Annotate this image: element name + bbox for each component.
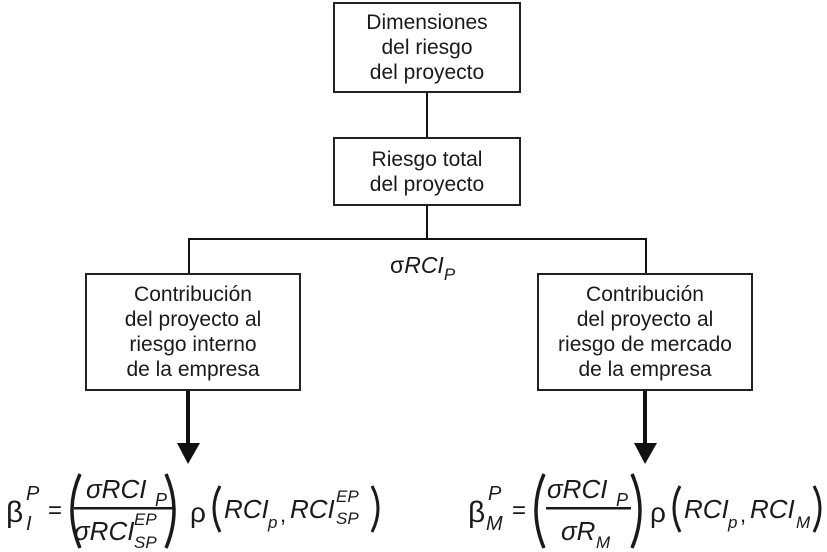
rho-symbol: ρ: [190, 497, 206, 528]
beta-superscript: P: [488, 483, 502, 505]
numerator-subscript: P: [155, 490, 167, 510]
denominator-text: σR: [561, 516, 595, 546]
box-text-line: del proyecto: [369, 61, 485, 84]
formula-market: β P M = σRCI P σR M ρ RCI p , RCI M: [468, 473, 822, 552]
comma: ,: [740, 502, 746, 527]
box-text-line: riesgo de mercado: [558, 333, 732, 356]
rci-text: RCI: [404, 252, 444, 278]
numerator-text: σRCI: [86, 474, 146, 504]
fraction-bar: [74, 507, 174, 510]
box-text-line: del proyecto: [369, 172, 485, 196]
box-text-line: riesgo interno: [129, 333, 257, 356]
arg1-subscript: p: [727, 513, 737, 532]
paren-left-large: [70, 473, 82, 549]
denominator-subscript: SP: [134, 533, 157, 552]
branch-horizontal: [188, 238, 647, 240]
beta-subscript: I: [26, 513, 32, 535]
arg1-text: RCI: [684, 494, 729, 524]
branch-left-vertical: [188, 238, 190, 274]
paren-right-large: [630, 473, 642, 549]
sigma-rci-label: σRCIP: [390, 252, 455, 284]
beta-symbol: β: [6, 496, 23, 529]
arg2-subscript: SP: [336, 509, 359, 528]
denominator-text: σRCI: [74, 516, 134, 546]
equals-sign: =: [512, 497, 526, 524]
box-text-line: Contribución: [134, 283, 252, 306]
numerator-subscript: P: [616, 490, 628, 510]
branch-right-vertical: [645, 238, 647, 274]
box-text-line: Dimensiones: [366, 11, 488, 34]
connector-dim-total: [426, 92, 428, 138]
arg1-text: RCI: [224, 494, 269, 524]
numerator-text: σRCI: [547, 474, 607, 504]
sigma-symbol: σ: [390, 252, 405, 278]
arrow-left-shaft: [186, 390, 190, 446]
arg1-subscript: p: [267, 513, 277, 532]
connector-total-branch: [426, 205, 428, 240]
box-dimensions: Dimensiones del riesgo del proyecto: [333, 2, 521, 93]
beta-subscript: M: [486, 513, 503, 535]
beta-superscript: P: [26, 483, 40, 505]
paren-left: [212, 485, 222, 533]
box-text-line: del riesgo: [381, 36, 473, 59]
box-text-line: del proyecto al: [124, 308, 262, 331]
paren-left-large: [534, 473, 546, 549]
arg2-text: RCI: [290, 494, 335, 524]
box-internal-contribution: Contribución del proyecto al riesgo inte…: [85, 273, 301, 391]
box-text-line: Contribución: [586, 283, 704, 306]
box-market-contribution: Contribución del proyecto al riesgo de m…: [537, 273, 753, 391]
fraction-bar: [546, 507, 631, 510]
arg2-superscript: EP: [336, 487, 359, 506]
rho-symbol: ρ: [650, 497, 666, 528]
arrow-right-head: [634, 443, 657, 464]
beta-symbol: β: [468, 496, 485, 529]
equals-sign: =: [48, 497, 62, 524]
comma: ,: [280, 502, 286, 527]
arrow-right-shaft: [643, 390, 647, 446]
paren-right-large: [164, 473, 176, 549]
box-text-line: de la empresa: [578, 358, 712, 381]
box-text-line: de la empresa: [126, 358, 260, 381]
arrow-left-head: [177, 443, 200, 464]
box-total-risk: Riesgo total del proyecto: [333, 137, 521, 206]
box-text-line: del proyecto al: [576, 308, 714, 331]
denominator-subscript: M: [596, 533, 611, 552]
formula-internal: β P I = σRCI P σRCI EP SP ρ RCI p , RCI …: [6, 473, 380, 552]
denominator-superscript: EP: [134, 510, 157, 529]
arg2-subscript: M: [796, 513, 811, 532]
arg2-text: RCI: [750, 494, 795, 524]
box-text-line: Riesgo total: [371, 147, 483, 171]
paren-left: [672, 485, 682, 533]
subscript-p: P: [443, 265, 456, 284]
paren-right: [812, 485, 822, 533]
paren-right: [370, 485, 380, 533]
